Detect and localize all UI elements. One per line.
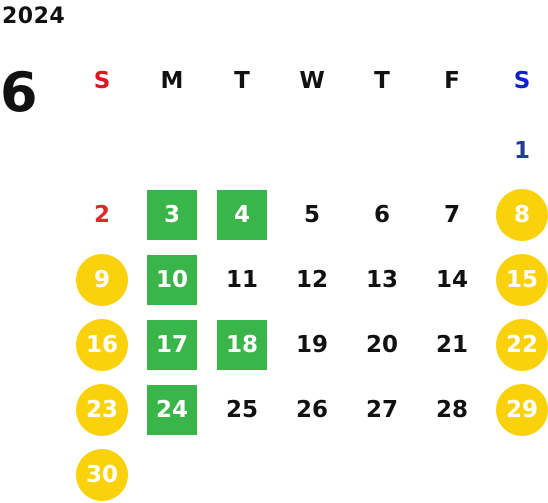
day-number: 24 bbox=[155, 397, 188, 423]
day-cell[interactable]: 14 bbox=[422, 255, 482, 305]
day-cell[interactable]: 11 bbox=[212, 255, 272, 305]
day-number: 7 bbox=[443, 202, 460, 228]
day-cell-highlighted[interactable]: 18 bbox=[212, 320, 272, 370]
day-cell[interactable]: 5 bbox=[282, 190, 342, 240]
day-cell-holiday[interactable]: 16 bbox=[72, 319, 132, 371]
day-number: 21 bbox=[435, 332, 468, 358]
day-cell-holiday[interactable]: 30 bbox=[72, 449, 132, 501]
day-cell-highlighted[interactable]: 10 bbox=[142, 255, 202, 305]
day-cell[interactable]: 21 bbox=[422, 320, 482, 370]
day-number: 22 bbox=[505, 332, 538, 358]
day-cell[interactable]: 20 bbox=[352, 320, 412, 370]
day-cell-sunday[interactable]: 2 bbox=[72, 190, 132, 240]
day-cell-holiday[interactable]: 8 bbox=[492, 189, 548, 241]
day-cell-saturday[interactable]: 1 bbox=[492, 126, 548, 176]
calendar-month: 6 bbox=[0, 61, 38, 124]
day-number: 8 bbox=[513, 202, 530, 228]
day-cell-holiday[interactable]: 29 bbox=[492, 384, 548, 436]
day-cell[interactable]: 13 bbox=[352, 255, 412, 305]
day-number: 30 bbox=[85, 462, 118, 488]
day-cell-highlighted[interactable]: 4 bbox=[212, 190, 272, 240]
day-number: 10 bbox=[155, 267, 188, 293]
day-number: 13 bbox=[365, 267, 398, 293]
day-number: 20 bbox=[365, 332, 398, 358]
day-number: 29 bbox=[505, 397, 538, 423]
day-cell[interactable]: 12 bbox=[282, 255, 342, 305]
day-number: 5 bbox=[303, 202, 320, 228]
day-number: 11 bbox=[225, 267, 258, 293]
day-number: 28 bbox=[435, 397, 468, 423]
day-number: 1 bbox=[513, 138, 530, 164]
day-number: 26 bbox=[295, 397, 328, 423]
day-number: 19 bbox=[295, 332, 328, 358]
day-number: 16 bbox=[85, 332, 118, 358]
day-cell[interactable]: 6 bbox=[352, 190, 412, 240]
day-number: 14 bbox=[435, 267, 468, 293]
day-number: 18 bbox=[225, 332, 258, 358]
weekday-friday: F bbox=[444, 68, 460, 94]
weekday-tuesday: T bbox=[234, 68, 250, 94]
day-number: 15 bbox=[505, 267, 538, 293]
day-number: 25 bbox=[225, 397, 258, 423]
day-cell-highlighted[interactable]: 17 bbox=[142, 320, 202, 370]
day-number: 17 bbox=[155, 332, 188, 358]
weekday-thursday: T bbox=[374, 68, 390, 94]
day-cell[interactable]: 27 bbox=[352, 385, 412, 435]
day-number: 9 bbox=[93, 267, 110, 293]
day-number: 3 bbox=[163, 202, 180, 228]
day-cell[interactable]: 25 bbox=[212, 385, 272, 435]
day-cell[interactable]: 28 bbox=[422, 385, 482, 435]
day-cell-holiday[interactable]: 23 bbox=[72, 384, 132, 436]
day-number: 23 bbox=[85, 397, 118, 423]
day-number: 6 bbox=[373, 202, 390, 228]
day-number: 4 bbox=[233, 202, 250, 228]
day-cell-holiday[interactable]: 9 bbox=[72, 254, 132, 306]
day-cell-highlighted[interactable]: 24 bbox=[142, 385, 202, 435]
day-cell-highlighted[interactable]: 3 bbox=[142, 190, 202, 240]
day-number: 27 bbox=[365, 397, 398, 423]
day-cell[interactable]: 19 bbox=[282, 320, 342, 370]
calendar-year: 2024 bbox=[2, 4, 66, 29]
day-cell[interactable]: 26 bbox=[282, 385, 342, 435]
weekday-monday: M bbox=[160, 68, 184, 94]
weekday-saturday: S bbox=[513, 68, 531, 94]
day-cell-holiday[interactable]: 22 bbox=[492, 319, 548, 371]
day-cell[interactable]: 7 bbox=[422, 190, 482, 240]
day-cell-holiday[interactable]: 15 bbox=[492, 254, 548, 306]
day-number: 12 bbox=[295, 267, 328, 293]
weekday-sunday: S bbox=[93, 68, 111, 94]
day-number: 2 bbox=[93, 202, 110, 228]
weekday-wednesday: W bbox=[299, 68, 325, 94]
